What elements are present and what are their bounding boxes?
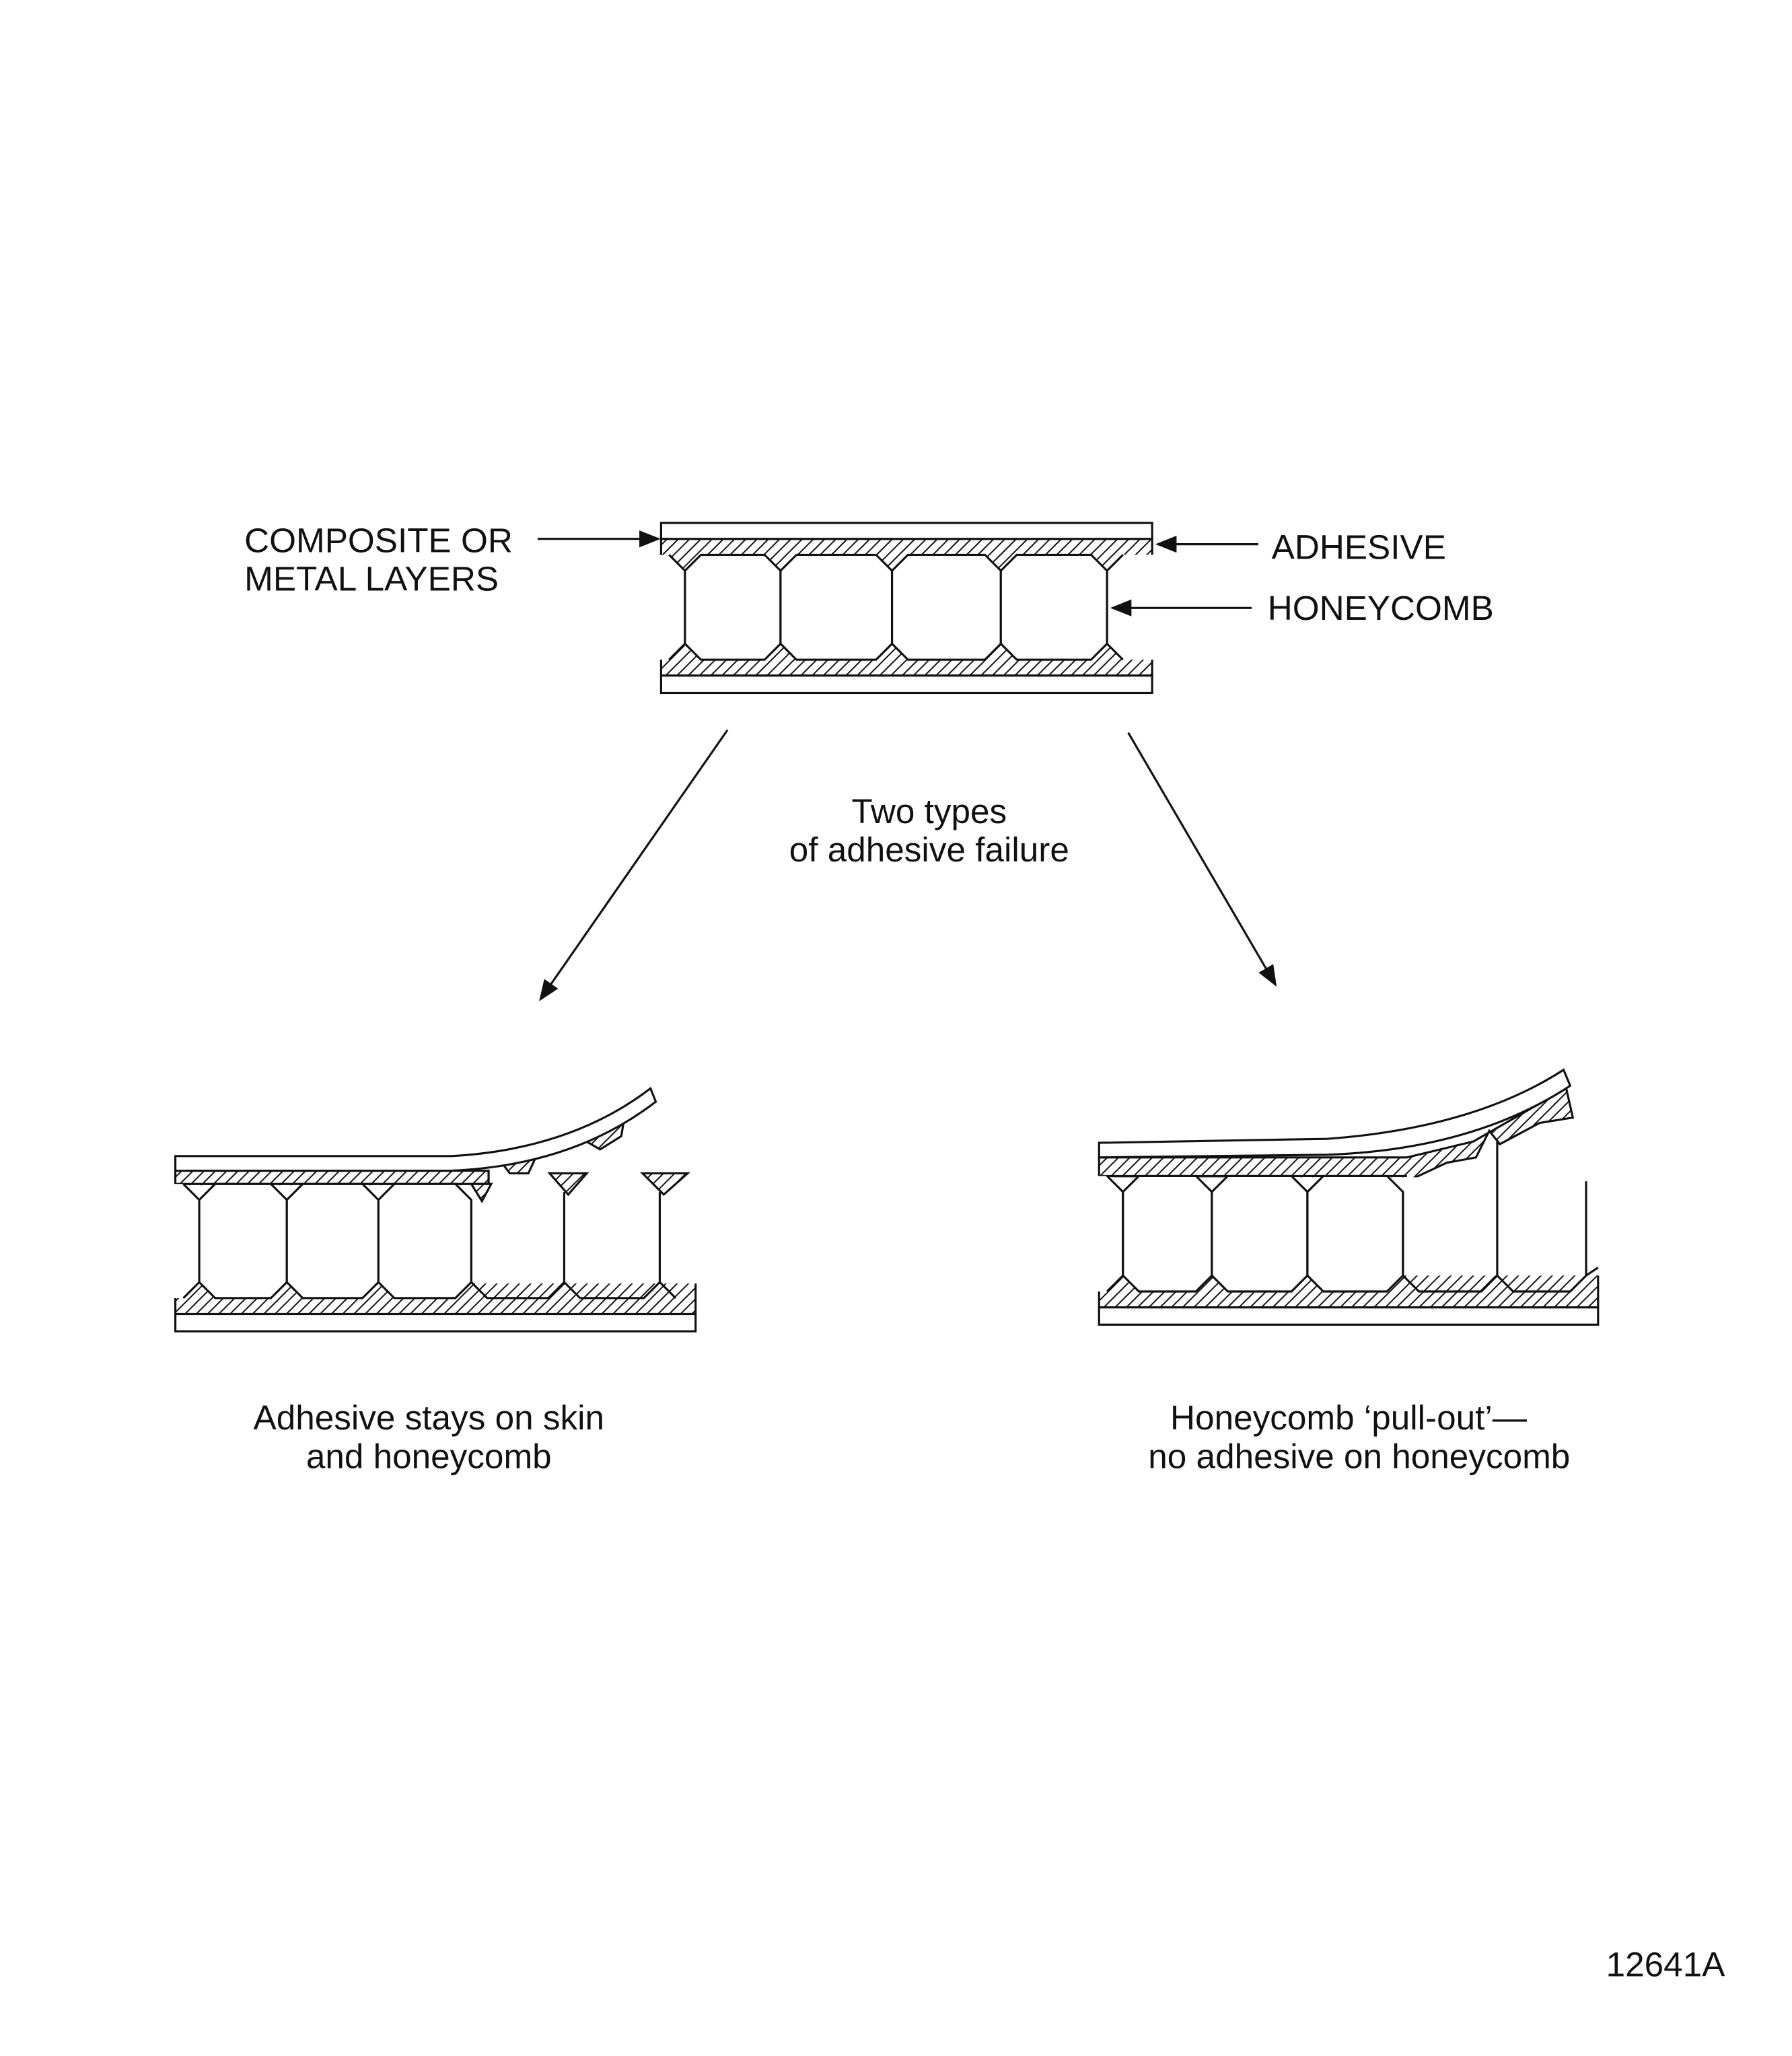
honeycomb-cell	[377, 1182, 472, 1300]
lifted-top-skin	[1098, 1068, 1572, 1159]
adhesive-fragment	[547, 1172, 589, 1197]
left-branch-arrow	[539, 729, 729, 1001]
top-adhesive-band	[174, 1169, 490, 1185]
layers-label-line2: METAL LAYERS	[244, 560, 499, 598]
honeycomb-cell	[891, 553, 1002, 661]
lifted-top-skin	[174, 1086, 657, 1172]
honeycomb-cell	[684, 553, 782, 661]
failure-adhesive-stays-panel	[174, 1086, 697, 1333]
edge-gap	[1098, 1176, 1123, 1291]
center-caption-line1: Two types	[851, 792, 1007, 830]
adhesive-fillet	[469, 1182, 493, 1204]
honeycomb-cell	[285, 1182, 380, 1300]
center-caption-line2: of adhesive failure	[789, 830, 1069, 869]
honeycomb-cell	[198, 1182, 288, 1300]
honeycomb-label: HONEYCOMB	[1268, 589, 1494, 627]
honeycomb-cell	[1306, 1174, 1404, 1293]
honeycomb-cell	[999, 553, 1108, 661]
bottom-skin	[174, 1312, 697, 1333]
failure-pull-out-panel	[1098, 1068, 1600, 1326]
honeycomb-cell	[1211, 1174, 1309, 1293]
bottom-skin	[1098, 1306, 1600, 1326]
honeycomb-cell	[1122, 1174, 1213, 1293]
adhesive-fragment	[639, 1172, 691, 1197]
right-caption-line1: Honeycomb ‘pull-out’—	[1170, 1398, 1528, 1437]
adhesive-label: ADHESIVE	[1272, 528, 1446, 566]
right-caption-line2: no adhesive on honeycomb	[1148, 1437, 1570, 1475]
edge-gap	[174, 1184, 200, 1298]
left-caption-line1: Adhesive stays on skin	[254, 1398, 604, 1437]
figure-number: 12641A	[1606, 1946, 1726, 1984]
top-skin	[659, 522, 1153, 540]
layers-label-line1: COMPOSITE OR	[244, 521, 513, 559]
bottom-skin	[659, 674, 1153, 695]
intact-sandwich-panel	[659, 522, 1154, 695]
right-branch-arrow	[1127, 732, 1277, 987]
honeycomb-cell	[779, 553, 894, 661]
left-caption-line2: and honeycomb	[306, 1437, 552, 1475]
edge-gap	[659, 555, 685, 660]
